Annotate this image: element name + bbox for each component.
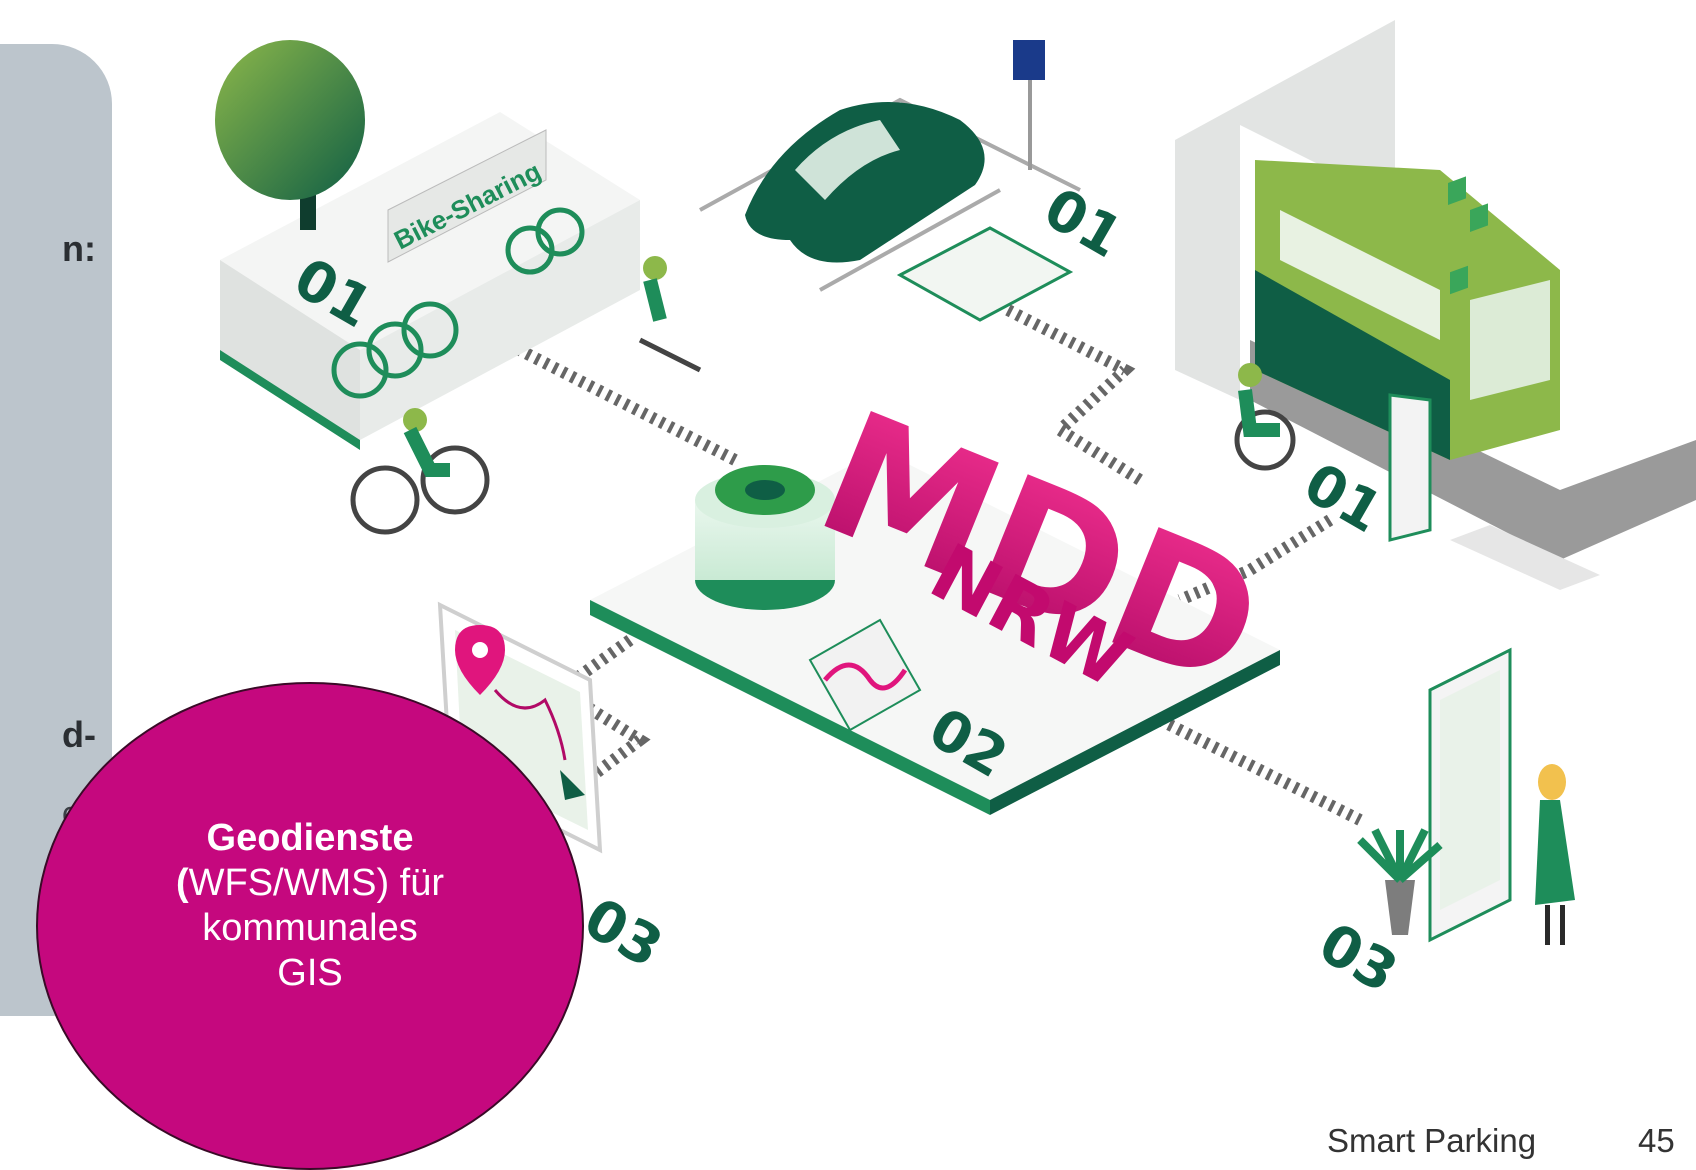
panel-text-2: d- (62, 714, 96, 755)
geodienste-callout-text: Geodienste (WFS/WMS) für kommunales GIS (176, 816, 444, 995)
zone-label-01-parking: 01 (1033, 176, 1133, 271)
cyclist-icon (350, 408, 490, 535)
bench-icon (1450, 525, 1600, 590)
potted-plant-icon (1357, 828, 1443, 935)
person-icon (1535, 764, 1575, 945)
car-icon (745, 102, 985, 263)
geodienste-callout: Geodienste (WFS/WMS) für kommunales GIS (36, 682, 584, 1170)
footer-title: Smart Parking (1327, 1122, 1537, 1159)
connector-paths (497, 304, 1363, 826)
zone-label-03-left: 03 (573, 886, 673, 981)
callout-line-1: (WFS/WMS) für (176, 861, 444, 906)
bicycle-icons (331, 207, 585, 399)
map-pin-icon (455, 625, 505, 695)
tree-icon (215, 40, 365, 230)
wheelchair-user-icon (1234, 363, 1296, 471)
central-platform: MDD NRW 02 (590, 374, 1287, 815)
info-kiosk (1388, 393, 1432, 542)
callout-line-1-text: WFS/WMS) für (188, 862, 445, 905)
page-number: 45 (1638, 1122, 1675, 1159)
train-station: 01 (1175, 20, 1696, 590)
gear-dome-icon (695, 465, 835, 610)
parking-map-icon (896, 226, 1074, 322)
callout-title: Geodienste (206, 817, 414, 860)
callout-line-2: kommunales (202, 907, 418, 949)
callout-line-3: GIS (277, 951, 343, 994)
parking-sign-icon (1013, 40, 1045, 80)
callout-paren: ( (175, 862, 189, 905)
scooter-rider-icon (638, 256, 702, 373)
public-info-display: 03 (1308, 176, 1575, 1006)
navigation-arrow-icon (560, 770, 585, 800)
parking-area: 01 (699, 40, 1133, 322)
bike-sharing-station: Bike-Sharing 01 (220, 112, 640, 450)
panel-text-1: n: (62, 228, 96, 269)
